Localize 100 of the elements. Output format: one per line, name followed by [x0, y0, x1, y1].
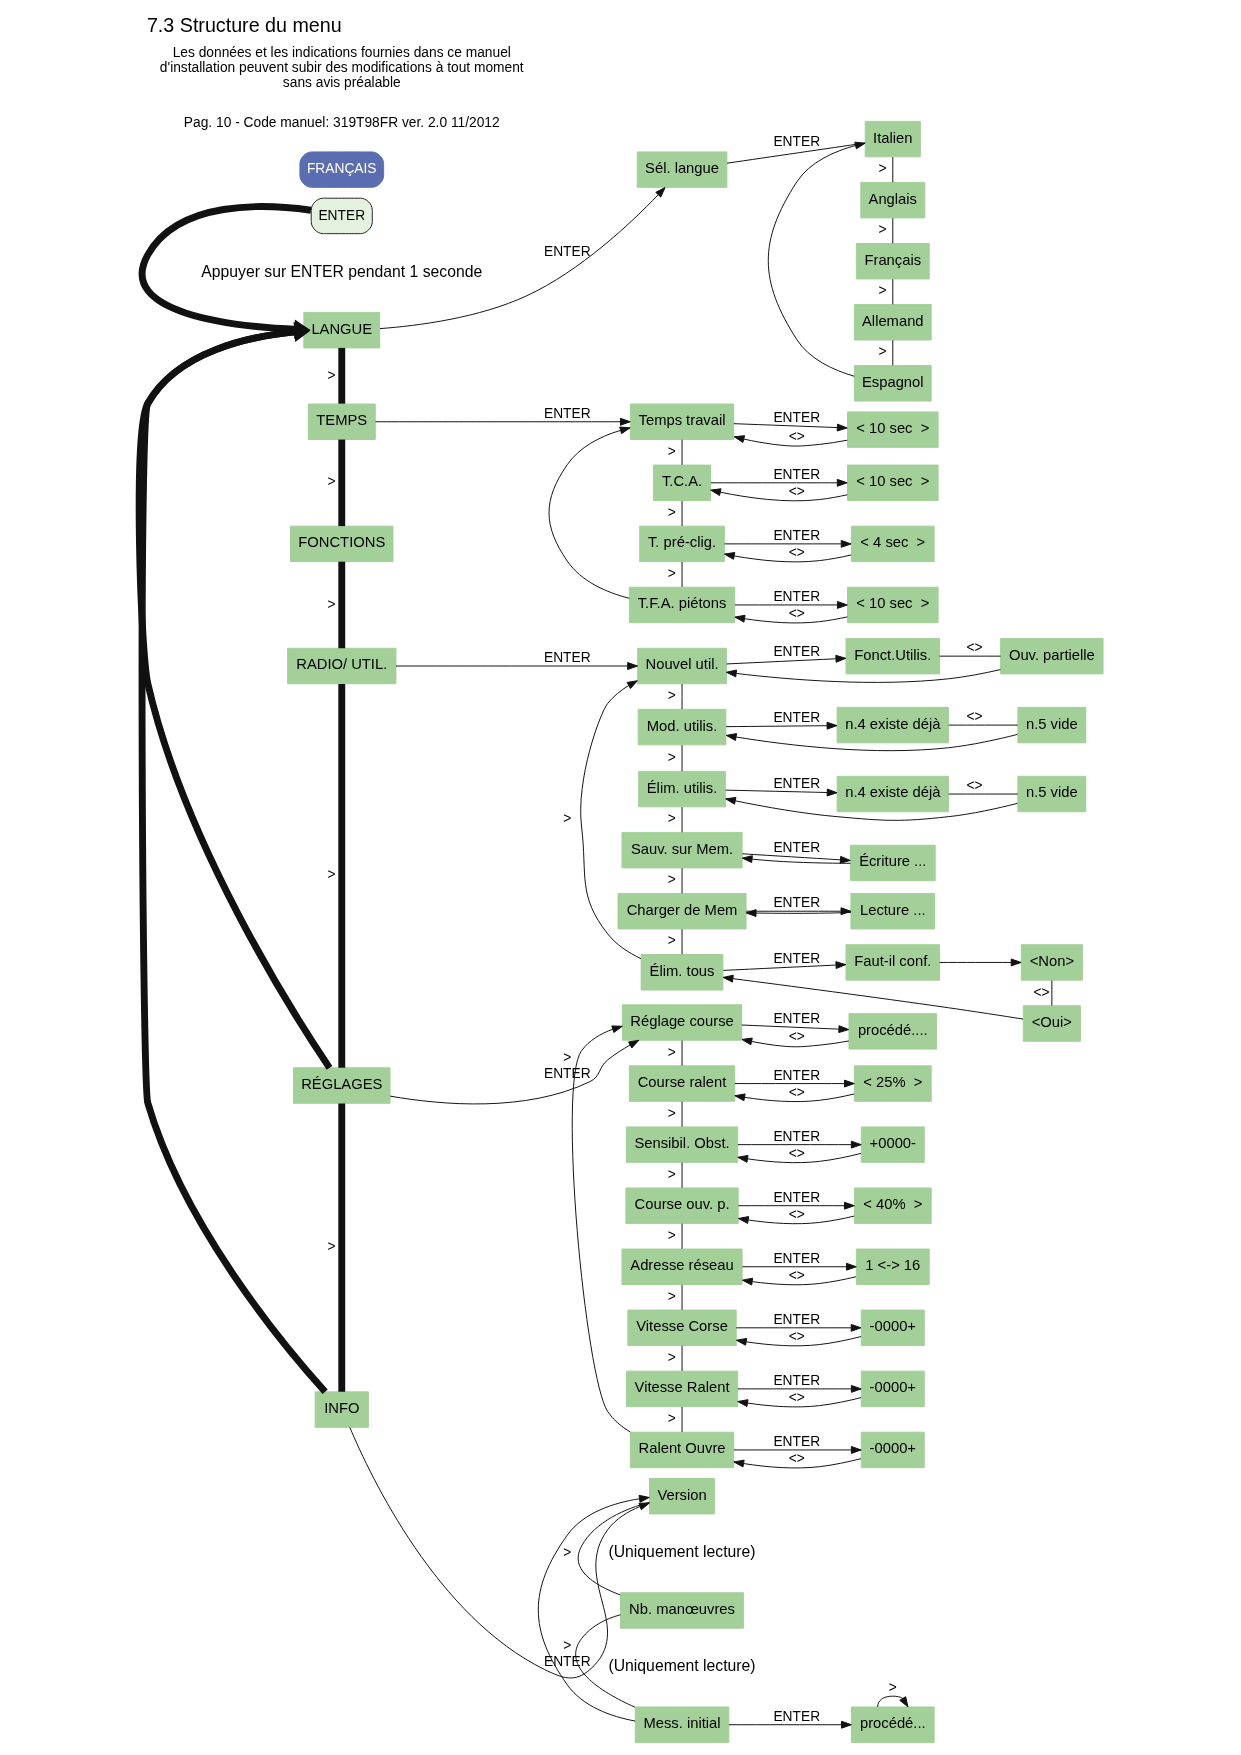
arrow: [767, 141, 866, 377]
edge-label: <>: [788, 1328, 805, 1344]
arrow: [725, 721, 837, 730]
node-box: Ralent Ouvre: [629, 1431, 734, 1469]
arrow: [736, 1152, 862, 1164]
edge-label: >: [326, 867, 335, 883]
connector: [726, 142, 866, 164]
edge-label: >: [667, 749, 676, 765]
edge-label: ENTER: [543, 406, 591, 422]
edge-label: ENTER: [772, 895, 820, 911]
edge-label: >: [667, 811, 676, 827]
node-box: RADIO/ UTIL.: [286, 647, 396, 685]
label: FRANÇAIS: [306, 161, 377, 177]
arrow: [736, 1397, 862, 1408]
arrow: [389, 1039, 639, 1105]
edge-label: ENTER: [772, 1434, 820, 1450]
node-box: Charger de Mem: [617, 893, 747, 930]
node-box: < 4 sec >: [850, 525, 935, 563]
node-box: RÉGLAGES: [292, 1067, 390, 1104]
edge-label: >: [667, 872, 676, 888]
edge-label: ENTER: [543, 243, 591, 259]
arrow: [135, 322, 332, 1070]
arrow: [938, 958, 1022, 967]
edge-label: >: [326, 596, 335, 612]
edge-label: >: [667, 1105, 676, 1121]
node-label: (Uniquement lecture): [608, 1657, 756, 1675]
arrow: [737, 1215, 855, 1225]
edge-label: ENTER: [772, 134, 820, 150]
edge-label: >: [326, 367, 335, 383]
node-box: Lecture ...: [849, 893, 935, 930]
node-box: Temps travail: [629, 403, 734, 440]
connector: [891, 156, 893, 183]
node-box: T.F.A. piétons: [628, 586, 735, 624]
arrow: [740, 1037, 849, 1048]
node-box: Sauv. sur Mem.: [620, 831, 743, 869]
edge-label: <>: [788, 1267, 805, 1283]
edge-label: ENTER: [543, 1065, 591, 1081]
edge-label: >: [667, 566, 676, 582]
arrow: [741, 1276, 856, 1286]
arrow: [732, 423, 848, 432]
edge-label: >: [562, 1545, 571, 1560]
arrow: [138, 322, 328, 1394]
node-box: FONCTIONS: [289, 525, 393, 563]
node-box: T.C.A.: [652, 464, 711, 502]
node-box: <Oui>: [1022, 1005, 1081, 1042]
node-box: n.5 vide: [1016, 775, 1086, 813]
node-box: Mod. utilis.: [637, 708, 726, 746]
node-box: < 10 sec >: [846, 586, 939, 624]
arrow: [725, 669, 1001, 683]
diagram-title: 7.3 Structure du menu: [146, 14, 342, 37]
edge-label: ENTER: [772, 710, 820, 726]
edge-label: ENTER: [772, 467, 820, 483]
arrow: [395, 662, 638, 670]
node-box: +0000-: [860, 1126, 925, 1163]
edge-label: >: [667, 933, 676, 949]
connector: [891, 217, 893, 244]
edge-label: ENTER: [772, 1373, 820, 1389]
node-box: T. pré-clig.: [638, 525, 725, 563]
edge-label: >: [326, 474, 335, 490]
arrow: [724, 788, 838, 797]
edge-label: ENTER: [772, 644, 820, 660]
edge-label: <>: [788, 1206, 805, 1222]
arrow: [722, 961, 846, 971]
connector: [337, 347, 345, 404]
arrow: [571, 1025, 631, 1433]
node-box: -0000+: [860, 1431, 925, 1469]
arrow: [737, 1201, 855, 1210]
arrow: [735, 1323, 861, 1332]
arrow: [741, 1262, 857, 1271]
node-box: INFO: [314, 1391, 369, 1428]
edge-label: >: [888, 1680, 897, 1696]
connector: [337, 684, 345, 1068]
node-box: < 40% >: [853, 1187, 932, 1224]
node-box: Mess. initial: [634, 1706, 729, 1743]
edge-label: <>: [966, 709, 983, 725]
label: Les données et les indications fournies dans ce manuel d'installation peuvent subir des modifications à tout moment sans avis préalable: [159, 45, 524, 90]
edge-label: <>: [788, 544, 805, 560]
edge-label: ENTER: [772, 1251, 820, 1267]
node-box: Fonct.Utilis.: [845, 637, 940, 675]
arrow: [732, 1458, 862, 1469]
node-box: LANGUE: [302, 311, 380, 349]
edge-label: <>: [788, 1084, 805, 1100]
edge-label: ENTER: [543, 650, 591, 666]
arrow: [876, 1695, 908, 1708]
connector: [574, 1614, 635, 1708]
arrow: [733, 435, 848, 447]
node-box: procédé...: [850, 1706, 935, 1743]
node-box: < 10 sec >: [846, 411, 939, 448]
arrow: [732, 1446, 862, 1454]
node-label: Appuyer sur ENTER pendant 1 seconde: [200, 262, 482, 280]
edge-label: <>: [788, 1029, 805, 1045]
node-box: <Non>: [1020, 944, 1083, 981]
edge-label: >: [667, 1166, 676, 1182]
edge-label: >: [326, 1239, 335, 1255]
node-box: Ouv. partielle: [999, 637, 1104, 675]
edge-label: >: [667, 504, 676, 520]
node-box: Espagnol: [853, 365, 932, 402]
arrow: [725, 733, 1018, 752]
node-box: procédé....: [848, 1013, 937, 1050]
node-box: Vitesse Ralent: [625, 1370, 738, 1408]
